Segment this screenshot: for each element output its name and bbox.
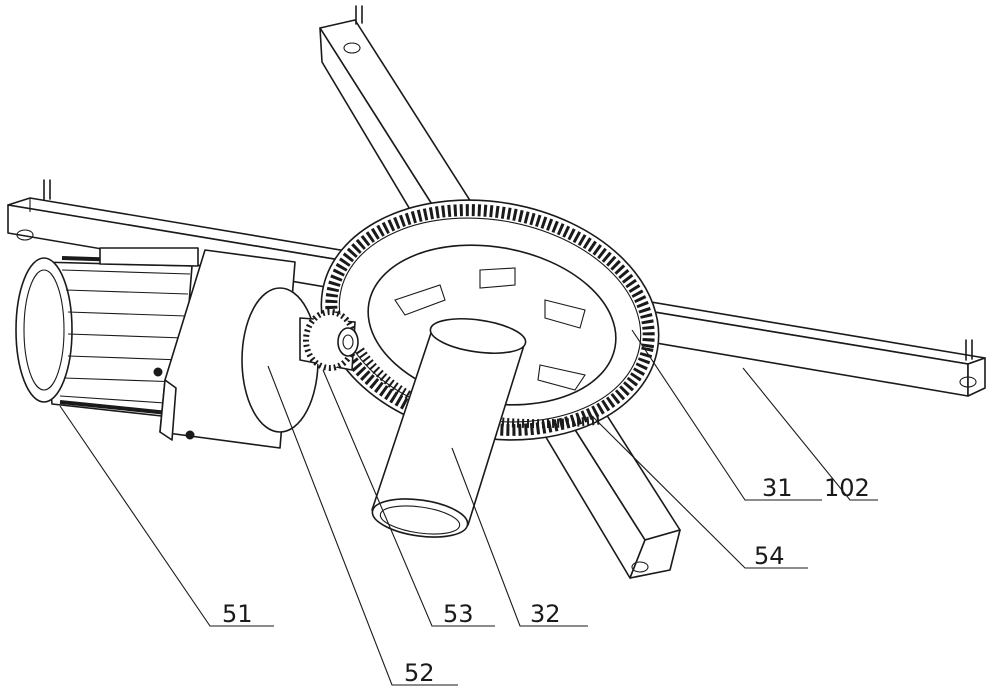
label-52: 52 <box>404 659 435 687</box>
label-54: 54 <box>754 542 785 570</box>
label-53: 53 <box>443 600 474 628</box>
label-102: 102 <box>824 474 870 502</box>
shaft-32 <box>371 318 527 538</box>
part-labels: 31 102 54 32 53 51 52 <box>222 474 870 687</box>
label-51: 51 <box>222 600 253 628</box>
label-31: 31 <box>762 474 793 502</box>
label-32: 32 <box>530 600 561 628</box>
motor-51 <box>15 247 319 449</box>
pinion-53 <box>299 309 359 371</box>
leader-lines <box>59 329 878 686</box>
